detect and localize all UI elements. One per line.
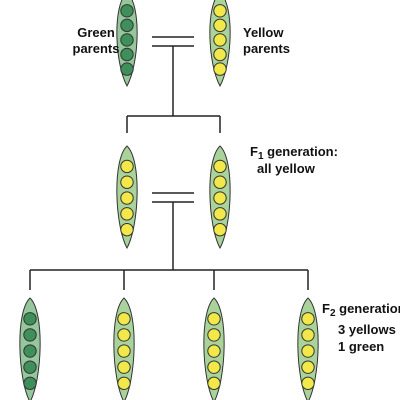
green-pea bbox=[23, 344, 37, 358]
f2-yellow-pod-4 bbox=[297, 297, 319, 400]
green-pea bbox=[23, 312, 37, 326]
yellow-pea bbox=[213, 47, 227, 62]
yellow-pea bbox=[213, 191, 227, 205]
yellow-pea bbox=[213, 62, 227, 76]
yellow-pea bbox=[213, 207, 227, 221]
connector-lines bbox=[29, 36, 309, 290]
yellow-pea bbox=[301, 328, 315, 342]
yellow-parents-label-line2: parents bbox=[243, 41, 290, 56]
yellow-pea bbox=[213, 18, 227, 33]
f1-label-prefix: F bbox=[250, 144, 258, 159]
yellow-pea bbox=[117, 312, 131, 326]
f2-label-suffix: generation: bbox=[336, 301, 400, 316]
yellow-pea bbox=[301, 344, 315, 358]
parents-yellow-pod-2 bbox=[209, 0, 231, 88]
green-pea bbox=[23, 376, 37, 390]
yellow-pea bbox=[301, 360, 315, 374]
yellow-pea bbox=[117, 328, 131, 342]
f2-yellow-pod-2 bbox=[113, 297, 135, 400]
yellow-pea bbox=[207, 312, 221, 326]
yellow-pea bbox=[120, 222, 134, 237]
green-pea bbox=[23, 360, 37, 374]
f2-generation-label: F2 generation: bbox=[322, 301, 400, 319]
f1-label-subscript: 1 bbox=[258, 151, 264, 162]
yellow-pea bbox=[120, 191, 134, 205]
yellow-pea bbox=[120, 175, 134, 189]
yellow-pea bbox=[117, 376, 131, 390]
green-pea bbox=[120, 62, 134, 76]
parents-green-pod-1 bbox=[116, 0, 138, 88]
f2-one-green-label: 1 green bbox=[338, 339, 384, 354]
yellow-pea bbox=[213, 33, 227, 47]
f2-label-subscript: 2 bbox=[330, 308, 336, 319]
yellow-pea bbox=[120, 159, 134, 174]
pea-pods bbox=[19, 0, 319, 400]
yellow-pea bbox=[117, 344, 131, 358]
green-pea bbox=[120, 33, 134, 47]
yellow-pea bbox=[207, 328, 221, 342]
yellow-pea bbox=[213, 159, 227, 174]
f1-yellow-pod-2 bbox=[209, 145, 231, 250]
f1-all-yellow-label: all yellow bbox=[257, 161, 316, 176]
f1-label-suffix: generation: bbox=[264, 144, 338, 159]
yellow-pea bbox=[301, 376, 315, 390]
yellow-pea bbox=[117, 360, 131, 374]
green-parents-label-line1: Green bbox=[77, 25, 115, 40]
f2-label-prefix: F bbox=[322, 301, 330, 316]
f2-three-yellows-label: 3 yellows bbox=[338, 322, 396, 337]
labels: Green parents Yellow parents F1 generati… bbox=[73, 25, 400, 354]
yellow-pea bbox=[213, 175, 227, 189]
yellow-pea bbox=[213, 222, 227, 237]
yellow-pea bbox=[120, 207, 134, 221]
yellow-pea bbox=[301, 312, 315, 326]
yellow-pea bbox=[207, 344, 221, 358]
f2-green-pod-1 bbox=[19, 297, 41, 400]
green-parents-label-line2: parents bbox=[73, 41, 120, 56]
green-pea bbox=[120, 47, 134, 62]
f2-yellow-pod-3 bbox=[203, 297, 225, 400]
f1-yellow-pod-1 bbox=[116, 145, 138, 250]
green-pea bbox=[120, 4, 134, 18]
green-pea bbox=[120, 18, 134, 33]
yellow-pea bbox=[207, 376, 221, 390]
yellow-parents-label-line1: Yellow bbox=[243, 25, 284, 40]
yellow-pea bbox=[213, 4, 227, 18]
green-pea bbox=[23, 328, 37, 342]
f1-generation-label: F1 generation: bbox=[250, 144, 338, 162]
yellow-pea bbox=[207, 360, 221, 374]
